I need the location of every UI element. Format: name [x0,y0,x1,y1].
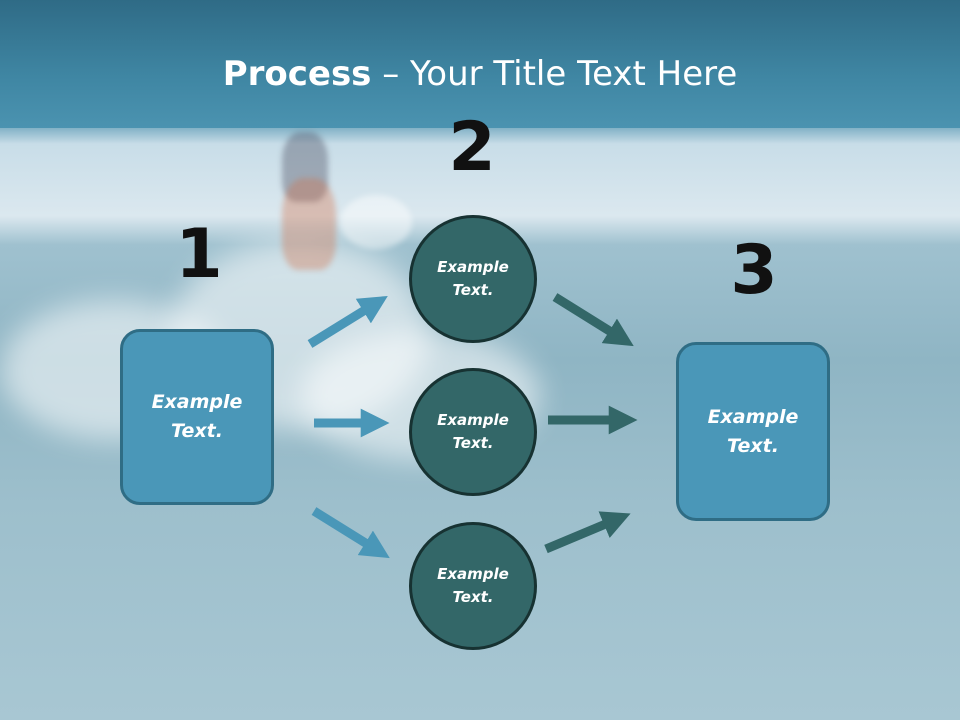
step-1-box: Example Text. [120,329,274,505]
step-1-label: Example Text. [151,391,243,442]
step-2-circle-top: Example Text. [409,215,537,343]
arrow-2c-to-3 [544,511,631,554]
step-2-circle-middle: Example Text. [409,368,537,496]
step-3-label: Example Text. [707,405,799,457]
title-band [0,0,960,128]
arrow-1-to-2c [311,507,390,559]
step-3-box: Example Text. [676,342,830,521]
step-2-label-top: Example Text. [437,258,509,299]
background-kiteboarder [282,178,336,270]
background-kiteboarder [282,132,328,202]
step-number-2: 2 [448,108,496,187]
slide-title: Process – Your Title Text Here [0,52,960,96]
step-number-3: 3 [730,231,778,310]
arrow-2a-to-3 [552,293,634,347]
step-2-label-middle: Example Text. [437,411,509,452]
title-rest: – Your Title Text Here [371,54,738,94]
background-kiteboard [340,195,412,249]
title-bold: Process [222,54,372,94]
step-number-1: 1 [175,215,223,294]
step-2-label-bottom: Example Text. [437,565,509,606]
arrow-1-to-2a [307,295,388,348]
step-2-circle-bottom: Example Text. [409,522,537,650]
